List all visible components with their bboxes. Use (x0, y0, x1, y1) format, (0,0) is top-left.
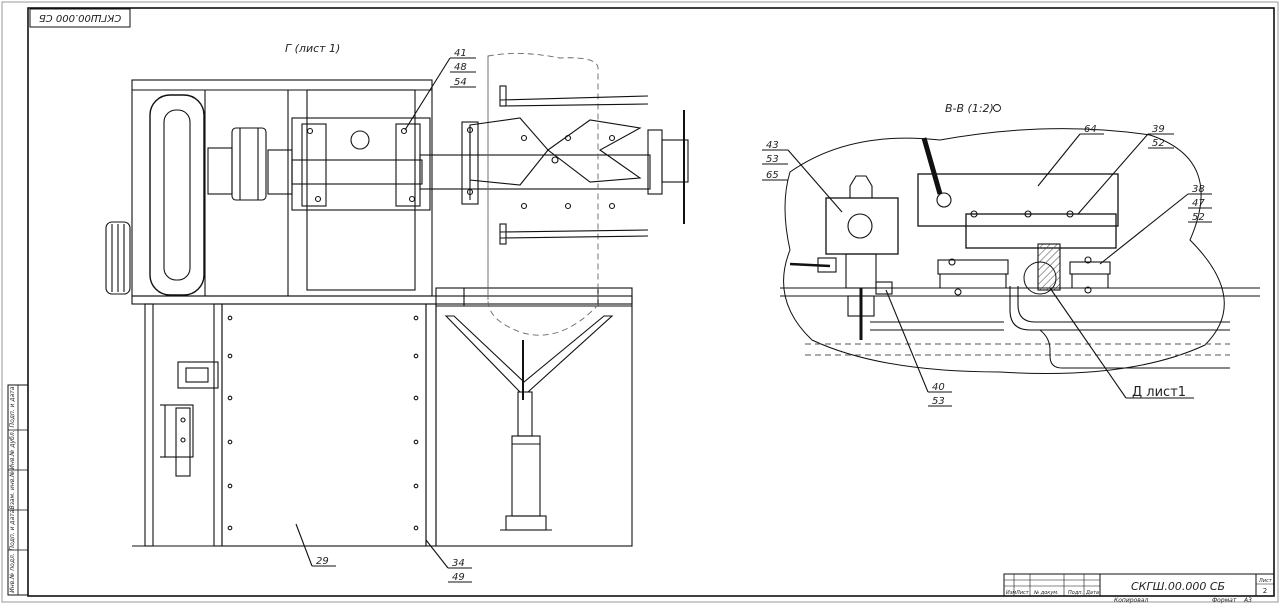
leader-43-53-65: 43 53 65 (762, 140, 843, 213)
jack-rod (517, 391, 533, 437)
lower-frame (131, 295, 633, 305)
drum (149, 94, 205, 296)
ref-29: 29 (316, 556, 329, 567)
format-value: A3 (1243, 597, 1252, 604)
bearing-housing (291, 117, 431, 211)
jack-body (511, 435, 541, 517)
col-sign: Подп. (1068, 590, 1083, 596)
main-view: Г (лист 1) (105, 42, 689, 583)
leader-40-53: 40 53 (885, 289, 952, 407)
col-date: Дата (1085, 590, 1099, 596)
code-box: СКГШ00.000 СБ (29, 8, 131, 28)
ref-64: 64 (1084, 124, 1097, 135)
code-box-text: СКГШ00.000 СБ (39, 12, 121, 23)
section-label: В-В (1:2) (945, 102, 994, 115)
grabber-mechanism (461, 85, 689, 245)
ref-48: 48 (454, 62, 467, 73)
leader-d-callout: Д лист1 (1049, 287, 1194, 400)
cover-plate (221, 303, 427, 547)
side-stamp: Инв.№ подл. Подп. и дата Взам. инв.№ Инв… (7, 384, 29, 596)
latch (177, 361, 219, 389)
ref-49: 49 (452, 572, 465, 583)
ref-53b: 53 (932, 396, 945, 407)
sheet-label: Лист (1258, 578, 1273, 584)
leader-34-49: 34 49 (425, 539, 472, 583)
stamp-cell-5: Подп. и дата (9, 386, 16, 427)
stamp-cell-4: Инв.№ дубл. (9, 430, 16, 469)
stamp-cell-2: Подп. и дата (9, 509, 16, 550)
d-callout-text: Д лист1 (1132, 385, 1186, 400)
copied-label: Копировал (1114, 597, 1148, 604)
ref-52b: 52 (1192, 212, 1205, 223)
stamp-cell-3: Взам. инв.№ (9, 471, 16, 510)
hopper-outline (487, 52, 599, 336)
col-list: Лист (1015, 590, 1030, 596)
inner-frame (27, 7, 1275, 597)
col-doc: № докум. (1033, 590, 1059, 596)
leader-39-52: 39 52 (1077, 124, 1174, 215)
hydraulic-pipe (1009, 286, 1230, 331)
shaft (419, 154, 651, 190)
funnel (444, 315, 614, 393)
ref-40: 40 (932, 382, 945, 393)
designation: СКГШ.00.000 СБ (1131, 580, 1225, 593)
ref-43: 43 (766, 140, 779, 151)
view-g-label: Г (лист 1) (285, 42, 340, 55)
ref-52a: 52 (1152, 138, 1165, 149)
ref-53a: 53 (766, 154, 779, 165)
section-boundary (783, 128, 1225, 374)
format-label: Формат (1212, 597, 1237, 604)
ref-39: 39 (1152, 124, 1165, 135)
ref-34: 34 (452, 558, 465, 569)
right-subframe (435, 287, 633, 547)
section-view: В-В (1:2) (762, 102, 1260, 407)
leader-29: 29 (295, 523, 336, 567)
coupling (207, 147, 233, 195)
ref-65: 65 (766, 170, 779, 181)
stamp-cell-1: Инв.№ подл. (9, 553, 16, 593)
col-izm: Изм (1006, 590, 1016, 596)
leader-64: 64 (1037, 124, 1104, 187)
ref-47: 47 (1192, 198, 1205, 209)
pulley (105, 221, 131, 295)
title-block: Изм Лист № докум. Подп. Дата СКГШ.00.000… (1003, 573, 1275, 604)
cylinder-body (917, 173, 1119, 227)
leader-38-47-52: 38 47 52 (1099, 184, 1212, 265)
upper-housing (131, 79, 433, 297)
ref-54: 54 (454, 77, 467, 88)
sheet-number: 2 (1263, 587, 1267, 595)
ref-38: 38 (1192, 184, 1205, 195)
ref-41: 41 (454, 48, 467, 59)
leader-41-48-54: 41 48 54 (404, 48, 476, 131)
